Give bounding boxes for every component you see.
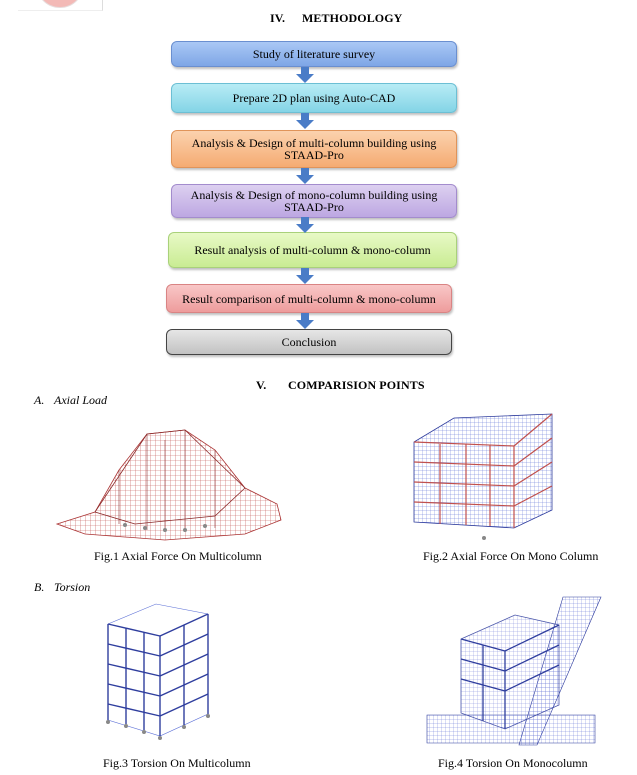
flow-step-label: Conclusion (281, 335, 337, 349)
subsection-axial-load: A. Axial Load (34, 393, 107, 408)
subsection-letter: A. (34, 393, 45, 407)
flow-step-2d-plan: Prepare 2D plan using Auto-CAD (171, 83, 457, 113)
figure-caption: Fig.3 Torsion On Multicolumn (103, 756, 251, 770)
methodology-number: IV. (270, 11, 286, 25)
figure-caption: Fig.1 Axial Force On Multicolumn (94, 549, 262, 563)
flow-step-result-analysis: Result analysis of multi-column & mono-c… (168, 232, 457, 268)
methodology-heading: IV. METHODOLOGY (270, 11, 402, 26)
flow-arrow-down-icon (296, 113, 314, 129)
flow-step-label: Analysis & Design of mono-column buildin… (190, 188, 438, 214)
flow-step-multi-column-design: Analysis & Design of multi-column buildi… (171, 130, 457, 168)
flow-step-label: Result comparison of multi-column & mono… (182, 291, 436, 306)
subsection-title: Torsion (54, 580, 91, 594)
flow-arrow-down-icon (296, 313, 314, 329)
flow-step-label: Result analysis of multi-column & mono-c… (194, 243, 431, 257)
logo-frame (18, 0, 103, 11)
flow-arrow-down-icon (296, 168, 314, 184)
flow-step-literature-survey: Study of literature survey (171, 41, 457, 67)
figure-caption: Fig.2 Axial Force On Mono Column (423, 549, 599, 563)
flow-arrow-down-icon (296, 67, 314, 83)
flow-step-label: Analysis & Design of multi-column buildi… (191, 136, 437, 162)
flow-step-conclusion: Conclusion (166, 329, 452, 355)
flow-step-mono-column-design: Analysis & Design of mono-column buildin… (171, 184, 457, 218)
flow-arrow-down-icon (296, 217, 314, 233)
staad-3d-frame-red-icon (55, 429, 282, 541)
staad-3d-frame-blue-icon (426, 596, 602, 746)
subsection-torsion: B. Torsion (34, 580, 90, 595)
subsection-title: Axial Load (54, 393, 107, 407)
flow-step-label: Prepare 2D plan using Auto-CAD (232, 91, 396, 105)
flow-arrow-down-icon (296, 268, 314, 284)
comparison-title: COMPARISION POINTS (288, 378, 425, 392)
comparison-heading: V. COMPARISION POINTS (256, 378, 425, 393)
methodology-title: METHODOLOGY (302, 11, 403, 25)
staad-3d-frame-blue-icon (106, 603, 210, 740)
comparison-number: V. (256, 378, 267, 392)
figure-caption: Fig.4 Torsion On Monocolumn (438, 756, 588, 770)
subsection-letter: B. (34, 580, 45, 594)
flow-step-result-comparison: Result comparison of multi-column & mono… (166, 284, 452, 313)
staad-3d-frame-blue-red-icon (413, 413, 553, 540)
flow-step-label: Study of literature survey (252, 47, 376, 61)
